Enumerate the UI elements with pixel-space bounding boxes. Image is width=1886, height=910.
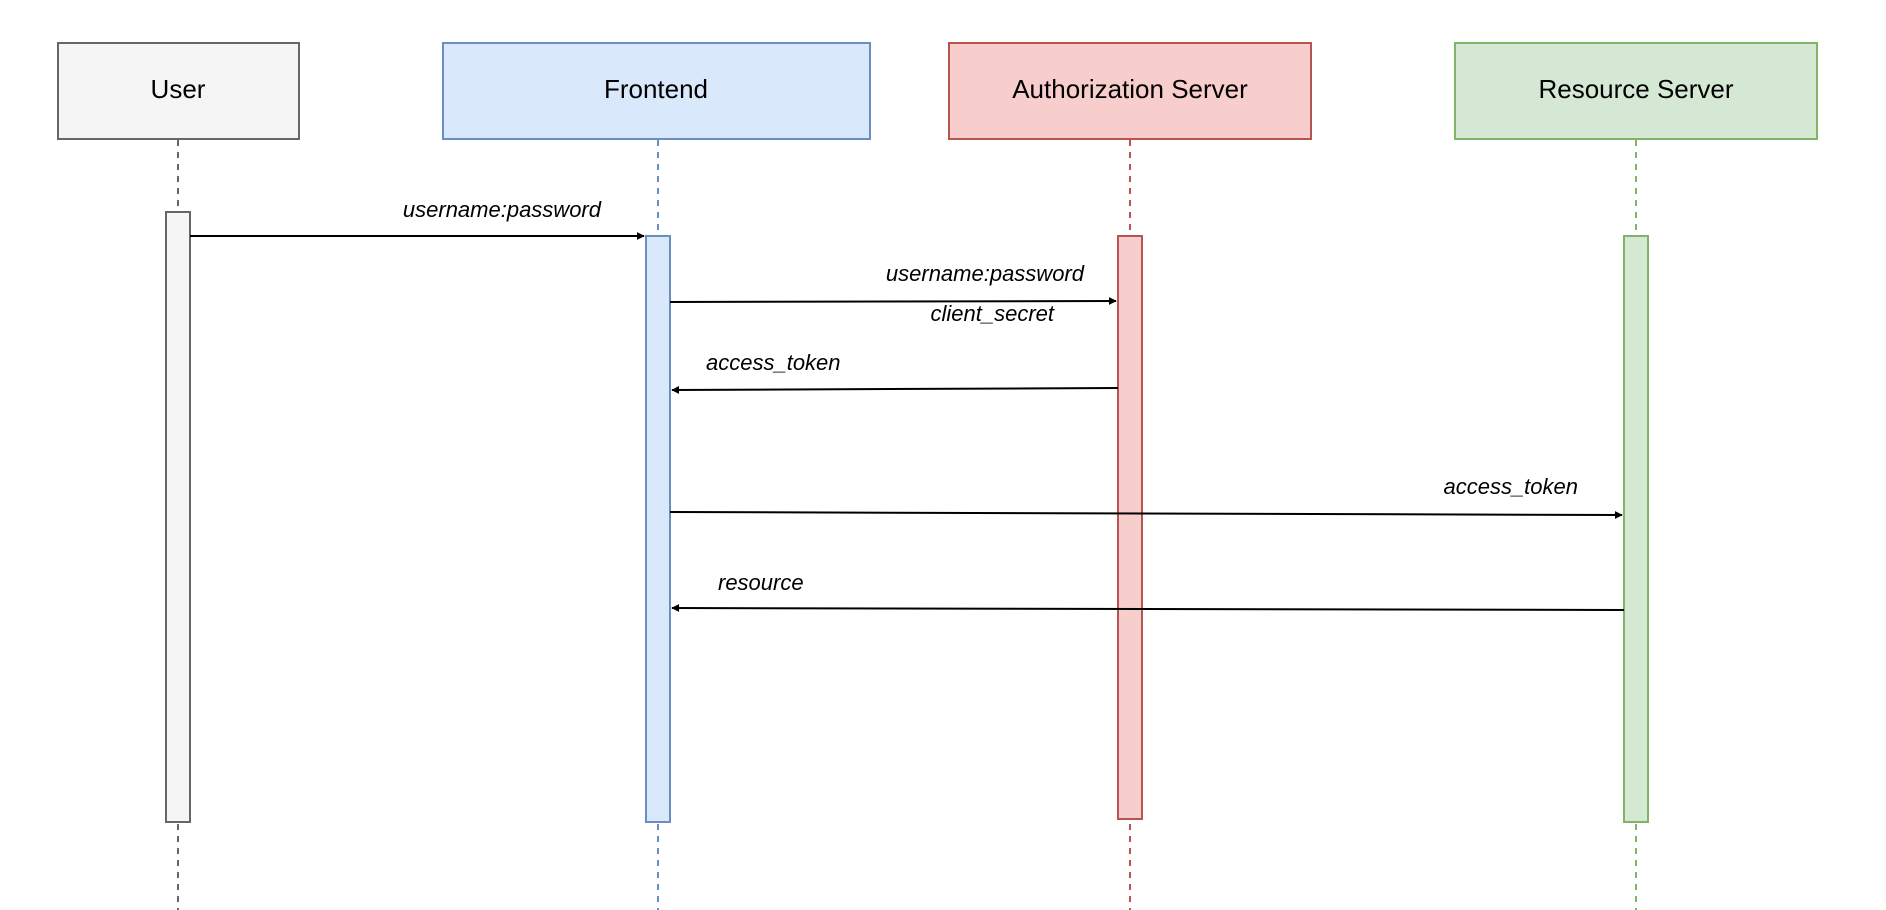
message-label: access_token xyxy=(706,350,841,375)
participant-label-authorization-server: Authorization Server xyxy=(1012,74,1248,104)
message-label: access_token xyxy=(1443,474,1578,499)
activation-bar-frontend xyxy=(645,235,671,823)
activation-bar-user xyxy=(165,211,191,823)
message-label: username:password xyxy=(403,197,602,222)
participant-authorization-server: Authorization Server xyxy=(948,42,1312,140)
participant-user: User xyxy=(57,42,300,140)
participant-label-resource-server: Resource Server xyxy=(1538,74,1733,104)
participant-frontend: Frontend xyxy=(442,42,871,140)
message-label: username:password xyxy=(886,261,1085,286)
message-frontend-to-authorization-server: username:password client_secret xyxy=(669,261,1117,326)
message-resource-server-to-frontend: resource xyxy=(671,570,1625,613)
message-arrow xyxy=(671,385,1119,394)
message-frontend-to-resource-server: access_token xyxy=(669,474,1623,519)
participant-resource-server: Resource Server xyxy=(1454,42,1818,140)
activation-bar-authorization-server xyxy=(1117,235,1143,820)
message-arrow xyxy=(669,297,1117,306)
message-authorization-server-to-frontend: access_token xyxy=(671,350,1119,394)
message-label: resource xyxy=(718,570,804,595)
activation-bar-resource-server xyxy=(1623,235,1649,823)
message-label-secondary: client_secret xyxy=(930,301,1054,326)
message-user-to-frontend: username:password xyxy=(190,197,645,240)
participant-label-frontend: Frontend xyxy=(604,74,708,104)
participant-label-user: User xyxy=(151,74,206,104)
message-arrow xyxy=(671,604,1625,613)
message-arrow xyxy=(669,510,1623,519)
